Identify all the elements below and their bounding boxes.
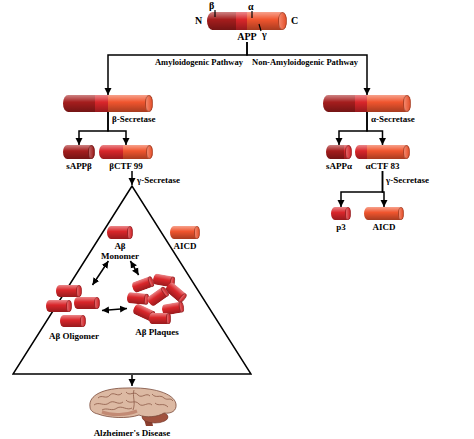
cylinder-shape bbox=[99, 145, 153, 159]
cylinder-shape bbox=[46, 300, 72, 312]
fragment-label: p3 bbox=[336, 222, 346, 232]
cylinder-cap bbox=[345, 145, 352, 159]
fragment-label: Aβ Monomer bbox=[99, 241, 141, 261]
site-label: N bbox=[195, 15, 202, 26]
protein-fragment: αCTF 83 bbox=[355, 145, 410, 171]
site-label: γ bbox=[262, 29, 267, 40]
fragment-label: Aβ Plaques bbox=[135, 327, 179, 337]
cylinder-shape bbox=[60, 315, 86, 327]
cylinder-shape bbox=[131, 276, 155, 294]
triangle-outline bbox=[12, 185, 252, 375]
cylinder-cap bbox=[194, 226, 201, 239]
fragment-label: APP bbox=[237, 32, 256, 42]
cylinder-cap bbox=[403, 145, 410, 159]
brain-node: Alzheimer's Disease bbox=[82, 386, 182, 438]
fragment-label: sAPPβ bbox=[66, 161, 92, 171]
aggregate-node: Aβ Oligomer bbox=[46, 285, 102, 341]
protein-fragment bbox=[63, 95, 153, 112]
cylinder-shape bbox=[74, 297, 100, 309]
aggregate-node: Aβ Plaques bbox=[127, 275, 187, 337]
cylinder-cap bbox=[345, 207, 352, 220]
cylinder-shape bbox=[63, 95, 153, 112]
cylinder-shape bbox=[331, 207, 351, 220]
connector-arrow bbox=[341, 171, 383, 207]
cylinder-cap bbox=[127, 226, 134, 239]
protein-fragment: AICD bbox=[364, 207, 404, 232]
protein-fragment: p3 bbox=[331, 207, 351, 232]
connector-arrow bbox=[79, 112, 108, 145]
protein-fragment: Aβ Monomer bbox=[107, 226, 133, 261]
cylinder-cap bbox=[146, 145, 153, 159]
temporal-lobe bbox=[102, 411, 137, 415]
cylinder-shape bbox=[56, 285, 82, 297]
gyri bbox=[94, 390, 173, 410]
enzyme-label: γ-Secretase bbox=[137, 175, 180, 186]
cylinder-shape bbox=[323, 95, 411, 112]
cylinder-cap bbox=[398, 207, 405, 220]
cylinder-shape bbox=[63, 145, 95, 159]
cylinder-cap bbox=[94, 297, 100, 309]
enzyme-label: α-Secretase bbox=[371, 114, 415, 125]
connector-arrow bbox=[131, 375, 133, 386]
connector-arrow bbox=[247, 42, 367, 95]
site-label: C bbox=[291, 15, 298, 26]
connector-arrow bbox=[339, 112, 367, 145]
enzyme-label: Amyloidogenic Pathway bbox=[133, 57, 243, 68]
connector-arrow bbox=[93, 261, 109, 285]
cylinder-shape bbox=[355, 145, 410, 159]
site-label: α bbox=[248, 1, 254, 12]
fragment-label: Alzheimer's Disease bbox=[94, 428, 171, 438]
connector-arrow bbox=[131, 171, 133, 185]
stage-triangle: Aβ Monomer Aβ Oligomer Aβ Plaques bbox=[12, 185, 252, 375]
cylinder-cap bbox=[278, 12, 287, 30]
protein-fragment: βCTF 99 bbox=[99, 145, 153, 171]
cylinder-shape bbox=[149, 313, 171, 324]
cylinder-cap bbox=[88, 145, 95, 159]
cylinder-cap bbox=[166, 313, 172, 324]
enzyme-label: Non-Amyloidogenic Pathway bbox=[252, 57, 358, 68]
connector-arrow bbox=[383, 171, 385, 207]
cylinder-shape bbox=[364, 207, 404, 220]
cylinder-cap bbox=[76, 285, 82, 297]
cylinder-cap bbox=[145, 95, 154, 112]
fragment-label: βCTF 99 bbox=[109, 161, 143, 171]
cylinder-shape bbox=[207, 12, 287, 30]
brain-illustration bbox=[82, 386, 182, 426]
protein-fragment bbox=[323, 95, 411, 112]
fragment-label: αCTF 83 bbox=[366, 161, 400, 171]
protein-fragment: sAPPα bbox=[326, 145, 352, 171]
cylinder-cap bbox=[177, 301, 184, 313]
site-label: β bbox=[209, 0, 214, 11]
triangle-shape bbox=[13, 186, 251, 374]
enzyme-label: γ-Secretase bbox=[386, 175, 429, 186]
connector-arrow bbox=[108, 42, 247, 95]
cylinder-shape bbox=[170, 226, 200, 239]
protein-fragment: APP bbox=[207, 12, 287, 42]
cylinder-cap bbox=[403, 95, 412, 112]
protein-fragment: sAPPβ bbox=[63, 145, 95, 171]
cylinder-cap bbox=[80, 315, 86, 327]
cylinder-shape bbox=[107, 226, 133, 239]
aggregate-cluster bbox=[127, 275, 187, 325]
fragment-label: AICD bbox=[173, 241, 196, 251]
protein-fragment: AICD bbox=[170, 226, 200, 251]
fragment-label: Aβ Oligomer bbox=[49, 331, 99, 341]
cerebrum bbox=[90, 388, 176, 418]
aggregate-cluster bbox=[46, 285, 102, 329]
enzyme-label: β-Secretase bbox=[112, 114, 156, 125]
cylinder-shape bbox=[326, 145, 352, 159]
fragment-label: AICD bbox=[372, 222, 395, 232]
fragment-label: sAPPα bbox=[326, 161, 352, 171]
connector-arrow bbox=[130, 261, 138, 275]
cylinder-cap bbox=[66, 300, 72, 312]
connector-arrow bbox=[102, 309, 127, 311]
